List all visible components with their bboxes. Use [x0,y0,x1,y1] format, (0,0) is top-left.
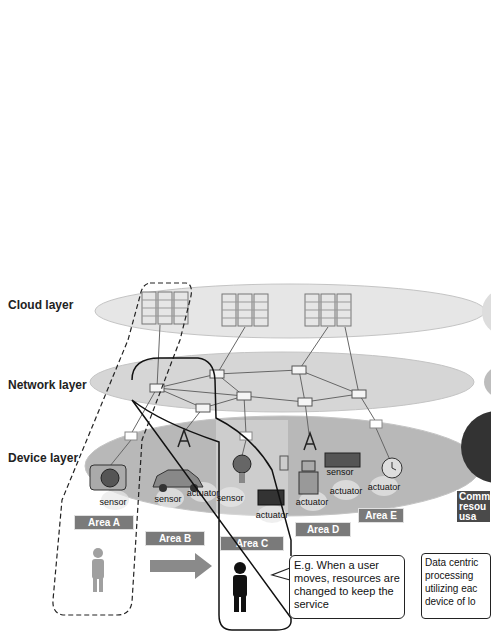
person-leg [93,578,97,592]
person-leg [241,596,246,612]
router [196,404,210,412]
node-text: E.g. When a user moves, resources are ch… [294,559,400,611]
camera-lens [101,469,119,487]
webcam [233,455,251,473]
gateway-box [125,432,137,440]
person-body [233,575,247,597]
callout-box: E.g. When a user moves, resources are ch… [289,555,405,619]
device-label: sensor [326,467,353,477]
device-label: actuator [296,497,329,507]
callout-box: Data centric processing utilizing eac de… [421,553,491,619]
person-head [93,548,103,558]
layer-ellipse [85,416,481,516]
router [237,392,251,400]
person-body [92,559,104,579]
alarm-clock [382,458,402,478]
device-label: actuator [330,486,363,496]
move-arrow [150,553,212,579]
person-head [234,562,246,574]
node-text: Data centric processing utilizing eac de… [425,556,487,608]
layer-label: Cloud layer [8,298,73,312]
router [352,390,366,398]
sensor-device [325,453,360,467]
phone-device [280,456,288,470]
gateway-box [370,420,382,428]
node-text: Area B [159,533,191,544]
area-tag: Area B [145,531,205,546]
wire [242,440,246,456]
layer-band: Network layer [0,350,491,414]
device-label: sensor [216,493,243,503]
layer-ellipse [90,352,474,412]
node-text: Area D [307,524,339,535]
node-text: Area E [365,510,397,521]
users [92,548,247,612]
webcam-stand [239,473,245,483]
layer-ellipse [95,284,485,338]
robot-head [302,461,315,471]
clock-hands [392,462,396,470]
robot-body [299,472,318,494]
area-tag: Area D [295,522,351,537]
layer-label: Network layer [8,378,87,392]
cut-shape [484,366,491,398]
node-text: Comm resou usa [459,492,488,522]
layer-label: Device layer [8,451,78,465]
person-leg [99,578,103,592]
router [298,398,312,406]
node-text: Area A [88,517,120,528]
car-wheel [159,484,167,492]
router [210,370,224,378]
cut-shape [482,290,491,334]
device-halo [217,487,245,507]
area-tag: Area A [74,515,134,530]
callout-box: Comm resou usa [456,490,491,523]
area-tag: Area E [358,508,404,523]
router [292,366,306,374]
area-tag: Area C [220,536,284,551]
device-label: sensor [154,494,181,504]
node-text: Area C [236,538,268,549]
camera-body [90,465,126,490]
callout-pointer [272,568,290,580]
person-leg [234,596,239,612]
device-label: sensor [99,497,126,507]
device-label: actuator [368,482,401,492]
